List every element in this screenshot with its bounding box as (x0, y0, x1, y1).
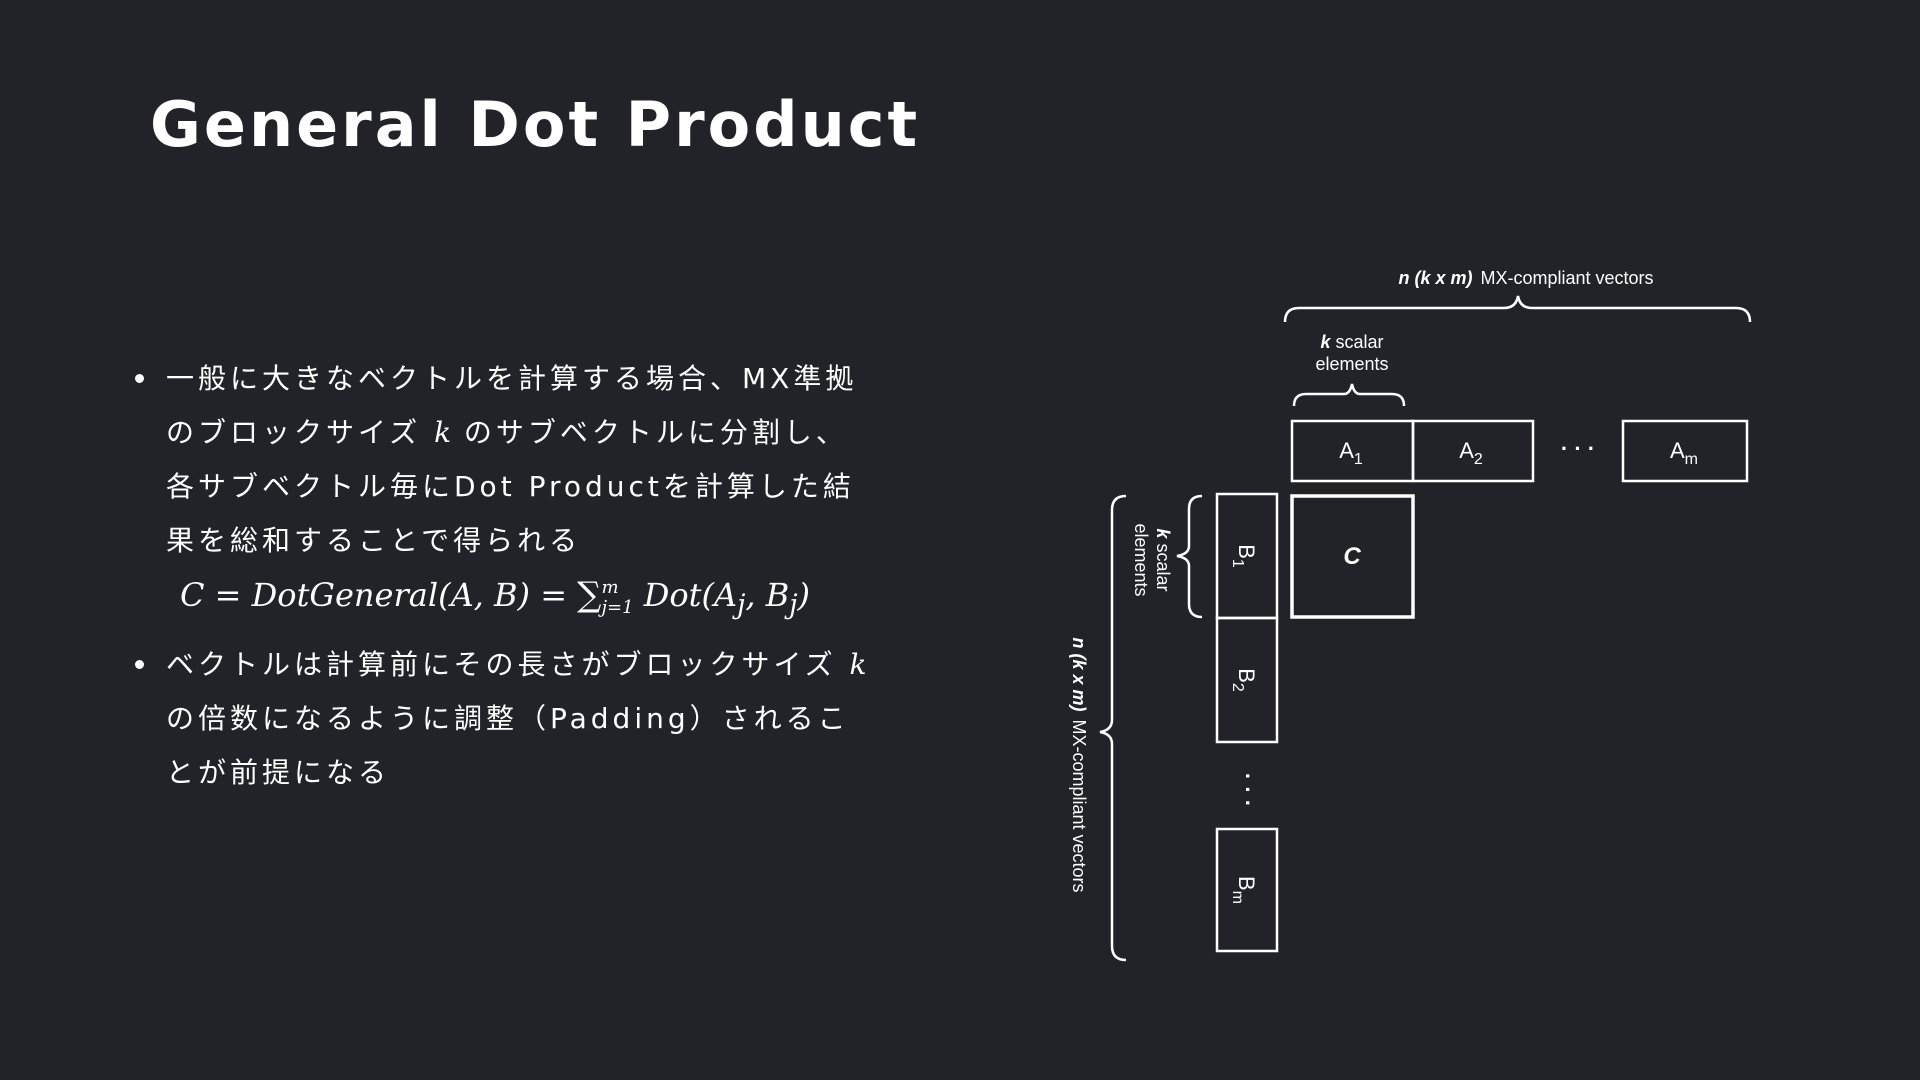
math-var-k: k (849, 648, 867, 682)
formula-rhs-a: Dot(A (633, 576, 738, 614)
bullet-1-line-4: 果を総和することで得られる (166, 524, 582, 557)
c-cell (1290, 494, 1415, 619)
bullet-1-line-2b: のサブベクトルに分割し、 (451, 416, 848, 449)
b-label-m: Bm (1229, 876, 1259, 904)
top-brace (1283, 295, 1752, 323)
bullet-dot (135, 374, 144, 383)
bullet-item: ベクトルは計算前にその長さがブロックサイズ k の倍数になるように調整（Padd… (135, 638, 925, 800)
sum-lower: j=1 (601, 596, 634, 618)
bullet-list: 一般に大きなベクトルを計算する場合、MX準拠 のブロックサイズ k のサブベクト… (135, 352, 925, 800)
bullet-2-line-1a: ベクトルは計算前にその長さがブロックサイズ (166, 648, 850, 682)
k-label-left: kscalar (1153, 528, 1173, 591)
a-ellipsis: · · · (1561, 436, 1595, 461)
formula-sub-1: j (737, 589, 746, 621)
k-brace-left (1176, 494, 1203, 619)
math-var-k: k (434, 416, 452, 449)
b-ellipsis: · · · (1235, 773, 1260, 807)
left-label: n (k x m)MX-compliant vectors (1069, 637, 1089, 892)
bullet-dot (135, 660, 144, 670)
bullet-1-line-1: 一般に大きなベクトルを計算する場合、MX準拠 (166, 362, 858, 395)
bullet-1-line-3: 各サブベクトル毎にDot Productを計算した結 (166, 470, 855, 503)
slide-title: General Dot Product (150, 88, 921, 161)
b-label-1: B1 (1229, 544, 1259, 568)
formula-sub-2: j (789, 589, 798, 621)
b-cell-m (1215, 827, 1279, 953)
c-label: C (1343, 543, 1361, 570)
formula-rhs-c: ) (797, 576, 810, 614)
b-label-2: B2 (1229, 668, 1259, 692)
bullet-item: 一般に大きなベクトルを計算する場合、MX準拠 のブロックサイズ k のサブベクト… (135, 352, 925, 632)
a-label-1: A1 (1339, 438, 1363, 468)
formula-lhs: C = DotGeneral(A, B) = (180, 576, 578, 614)
sum-symbol: ∑ (577, 575, 602, 615)
k-label-top-line2: elements (1315, 354, 1388, 374)
b-cell-2 (1215, 616, 1279, 744)
bullet-2-line-2: の倍数になるように調整（Padding）されるこ (166, 702, 850, 736)
left-brace (1099, 494, 1127, 962)
top-label: n (k x m)MX-compliant vectors (1398, 268, 1653, 288)
k-brace-top (1292, 383, 1406, 407)
a-label-2: A2 (1459, 438, 1483, 468)
a-label-m: Am (1670, 438, 1698, 468)
a-cell-2 (1411, 419, 1535, 483)
sum-upper: m (601, 576, 619, 598)
formula-rhs-b: , B (745, 576, 790, 614)
bullet-2-line-3: とが前提になる (166, 756, 391, 790)
k-label-left-line2: elements (1131, 523, 1151, 596)
bullet-1-line-2a: のブロックサイズ (166, 416, 435, 449)
a-cell-m (1621, 419, 1749, 483)
